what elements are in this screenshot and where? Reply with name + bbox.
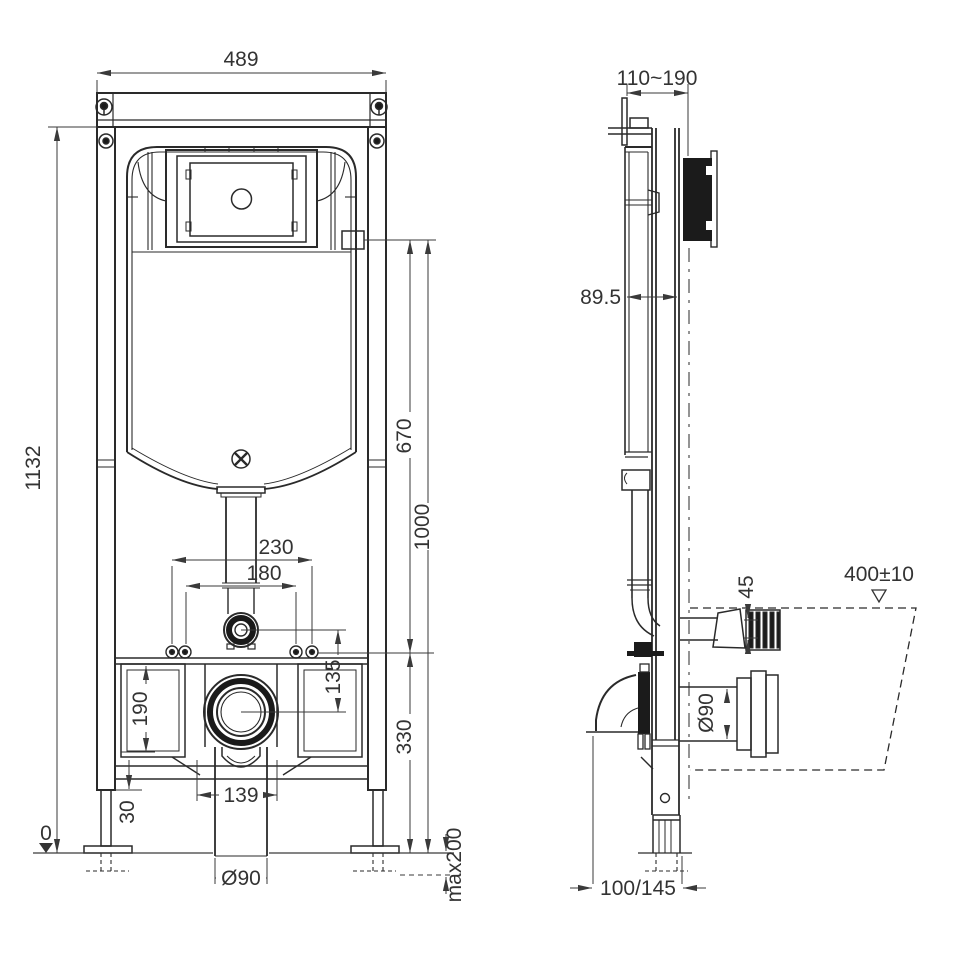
flush-valve-screw-icon [231, 449, 251, 469]
dim-outlet-diameter-front: Ø90 [221, 867, 261, 890]
flush-plate [683, 150, 718, 248]
dim-bowl-height: 400±10 [844, 563, 914, 586]
flush-outlet [680, 608, 781, 651]
dim-flush-pipe-diameter: 45 [735, 575, 758, 598]
reference-lines-front [33, 126, 454, 876]
foot-side [638, 814, 692, 872]
dim-bracket-opening: 190 [129, 691, 152, 726]
drain-assembly-front [203, 664, 279, 857]
flush-connection-side [627, 642, 664, 770]
dim-channel-width: 139 [223, 784, 258, 807]
dim-tank-depth: 89.5 [580, 286, 621, 309]
front-view: 489 1132 0 230 180 135 190 30 139 Ø90 67… [22, 48, 466, 902]
dim-foot-adjustment: max200 [443, 828, 466, 903]
dim-installation-depth: 110~190 [617, 67, 698, 90]
access-panel [165, 146, 318, 248]
dim-rail-height: 330 [393, 719, 416, 754]
dimensions-side [570, 84, 758, 892]
bowl-outline [690, 607, 917, 771]
mounting-hole-icon [95, 98, 388, 149]
side-panels [115, 663, 368, 780]
wall-plate [608, 97, 652, 146]
drain-outlet [679, 670, 779, 758]
dim-inlet-outlet-offset: 135 [322, 659, 345, 694]
flush-bend-housing [341, 230, 365, 250]
dim-overall-height: 1132 [22, 445, 45, 490]
drain-elbow [586, 674, 639, 733]
dim-outlet-diameter-side: Ø90 [695, 693, 718, 733]
cistern-front [126, 146, 365, 490]
dimensions-front [53, 69, 450, 894]
bowl-height-datum-icon [870, 589, 888, 604]
dim-foot-offset: 30 [116, 800, 139, 823]
floor-datum-icon [39, 843, 53, 853]
dim-overall-width: 489 [223, 48, 258, 71]
cistern-side [621, 146, 661, 637]
dim-bolt-spacing-inner: 180 [246, 562, 281, 585]
push-rod-hole-icon [230, 188, 253, 210]
side-view: 110~190 89.5 45 400±10 Ø90 100/145 [570, 67, 917, 900]
dim-flush-bend-height: 670 [393, 418, 416, 453]
fixing-bolts [165, 645, 319, 659]
dim-floor-level: 0 [40, 822, 52, 845]
dim-bolt-spacing-outer: 230 [258, 536, 293, 559]
frame-upright-side [651, 128, 680, 815]
water-inlet-connector [223, 612, 259, 650]
dim-inlet-height: 1000 [411, 504, 434, 551]
dim-outlet-wall-distance: 100/145 [600, 877, 676, 900]
